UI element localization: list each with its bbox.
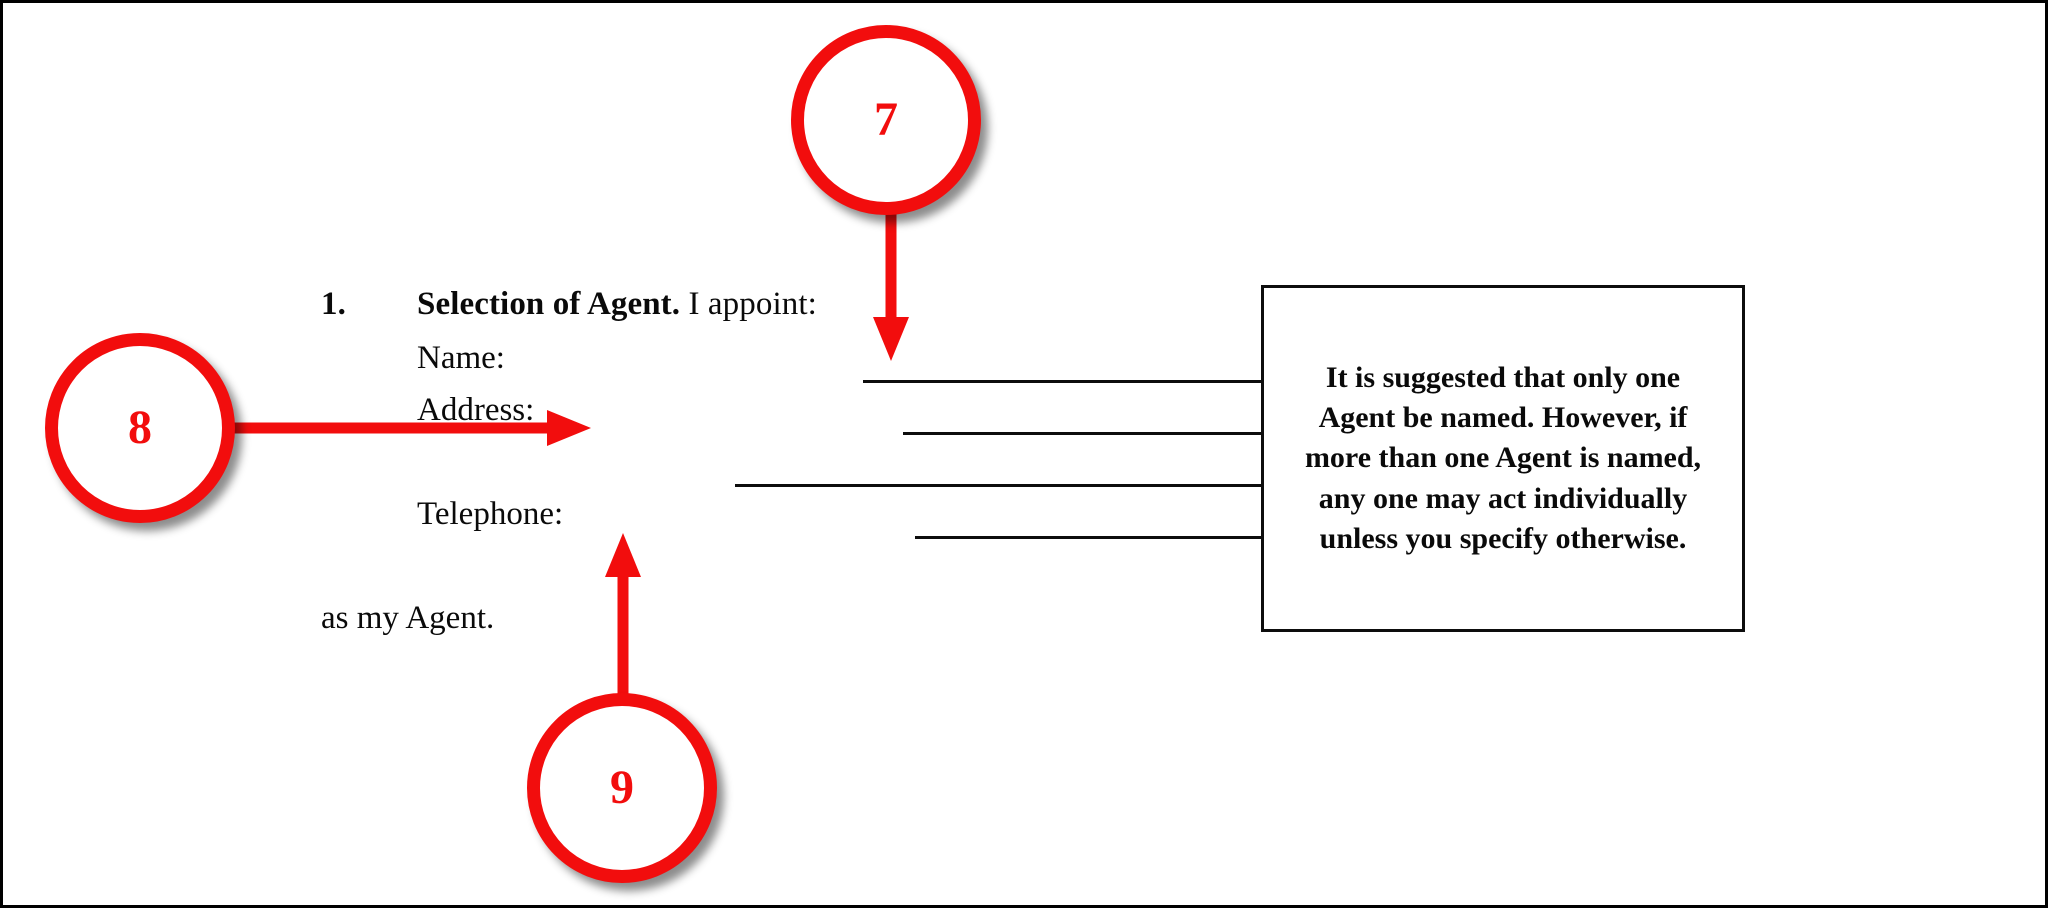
clause-heading-text: Selection of Agent. [417,286,681,322]
field-label-address: Address: [417,392,535,428]
callout-marker-8[interactable]: 8 [45,333,235,523]
clause-heading-line: 1. Selection of Agent. I appoint: [321,286,817,323]
callout-marker-7-label: 7 [874,93,898,146]
clause-heading-rest: I appoint: [680,286,817,322]
callout-marker-7[interactable]: 7 [791,25,981,215]
callout-marker-9-label: 9 [610,761,634,814]
field-label-telephone: Telephone: [417,496,564,532]
arrow-from-callout-7 [871,213,911,365]
suggestion-note-box: It is suggested that only one Agent be n… [1261,285,1745,632]
right-arrow-icon [225,410,591,446]
name-blank-line[interactable] [863,380,1553,383]
clause-number: 1. [321,286,346,322]
up-arrow-icon [605,533,641,707]
down-arrow-icon [873,213,909,361]
closing-text: as my Agent. [321,600,495,636]
suggestion-note-text: It is suggested that only one Agent be n… [1304,361,1702,555]
arrow-from-callout-8 [225,408,595,448]
callout-marker-9[interactable]: 9 [527,693,717,883]
address-blank-line-second[interactable] [735,484,1558,487]
address-blank-line[interactable] [903,432,1551,435]
field-label-name: Name: [417,340,505,376]
arrow-from-callout-9 [603,531,643,707]
callout-marker-8-label: 8 [128,401,152,454]
telephone-blank-line[interactable] [915,536,1560,539]
